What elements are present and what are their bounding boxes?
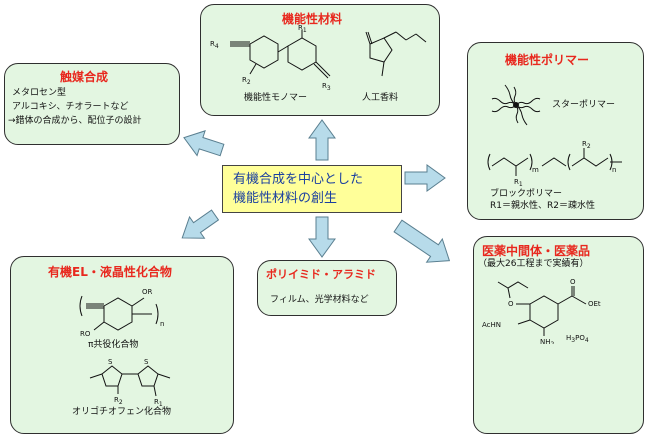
el-lc-title: 有機EL・液晶性化合物 xyxy=(48,265,172,279)
pi-conjugated-caption: π共役化合物 xyxy=(88,340,139,350)
arrow-to-polymer xyxy=(404,164,446,192)
block-polymer-label: ブロックポリマー xyxy=(490,189,563,199)
pi-conjugated-structure: OR RO n xyxy=(79,288,164,338)
el-lc-box xyxy=(10,256,234,434)
block-r1-label: R1 xyxy=(514,178,523,188)
pharma-title: 医薬中間体・医薬品 xyxy=(482,244,591,258)
pi-n-label: n xyxy=(160,320,164,328)
r2-label: R2 xyxy=(242,76,251,86)
arrow-to-catalyst xyxy=(179,124,227,163)
star-polymer-structure xyxy=(491,84,541,126)
star-polymer-label: スターポリマー xyxy=(552,100,616,110)
r3-label: R3 xyxy=(322,82,331,92)
oligothiophene-structure: S R2 S R1 xyxy=(89,358,171,408)
arrow-down-to-polyimide xyxy=(308,216,336,258)
r4-label: R4 xyxy=(210,40,219,50)
pharma-subtitle: （最大26工程まで実績有） xyxy=(478,259,589,269)
catalyst-line-2: アルコキシ、チオラートなど xyxy=(12,102,129,112)
arrow-up-to-functional-materials xyxy=(308,119,336,161)
catalyst-line-1: メタロセン型 xyxy=(12,88,67,98)
thiophene-s-left: S xyxy=(108,358,113,366)
catalyst-title: 触媒合成 xyxy=(60,70,109,84)
functional-materials-box xyxy=(200,4,440,116)
center-line-1: 有機合成を中心とした xyxy=(233,172,364,187)
ether-o-label: O xyxy=(508,300,514,308)
monomer-caption: 機能性モノマー xyxy=(244,93,308,103)
thiophene-s-right: S xyxy=(144,358,149,366)
arrow-to-pharma xyxy=(393,219,451,263)
catalyst-box xyxy=(4,63,180,145)
oligothiophene-caption: オリゴチオフェン化合物 xyxy=(72,407,172,417)
h3po4-label: H3PO4 xyxy=(566,334,589,344)
block-m-label: m xyxy=(532,166,539,174)
block-polymer-description: R1＝親水性、R2＝疎水性 xyxy=(490,201,595,211)
pharma-box xyxy=(473,236,644,434)
carbonyl-o-label: O xyxy=(570,278,576,286)
block-polymer-structure: R1 m R2 n xyxy=(487,140,622,188)
polyimide-title: ポリイミド・アラミド xyxy=(266,268,376,281)
catalyst-line-3: →錯体の合成から、配位子の設計 xyxy=(8,116,142,126)
polyimide-text: フィルム、光学材料など xyxy=(270,295,369,305)
oligo-r2-label: R2 xyxy=(114,396,123,406)
arrow-to-el-lc xyxy=(174,203,223,250)
nh2-label: NH2 xyxy=(540,338,555,344)
or-label: OR xyxy=(142,288,153,296)
block-r2-label: R2 xyxy=(582,140,591,150)
polymer-title: 機能性ポリマー xyxy=(505,53,590,67)
oet-label: OEt xyxy=(588,300,601,308)
r1-label: R1 xyxy=(298,24,307,34)
oligo-r1-label: R1 xyxy=(154,398,163,408)
achn-label: AcHN xyxy=(482,321,501,329)
center-line-2: 機能性材料の創生 xyxy=(233,191,338,206)
fragrance-structure xyxy=(365,31,427,77)
polyimide-box xyxy=(257,260,397,316)
center-theme-box: 有機合成を中心とした 機能性材料の創生 xyxy=(222,165,402,213)
block-n-label: n xyxy=(612,166,616,174)
fragrance-caption: 人工香料 xyxy=(362,93,399,103)
polymer-box xyxy=(467,42,644,220)
functional-materials-title: 機能性材料 xyxy=(282,12,343,26)
monomer-structure: R4 R2 R1 R3 xyxy=(210,24,331,92)
ro-label: RO xyxy=(80,330,91,338)
pharma-structure: O O OEt AcHN NH2 H3PO4 xyxy=(482,278,601,344)
